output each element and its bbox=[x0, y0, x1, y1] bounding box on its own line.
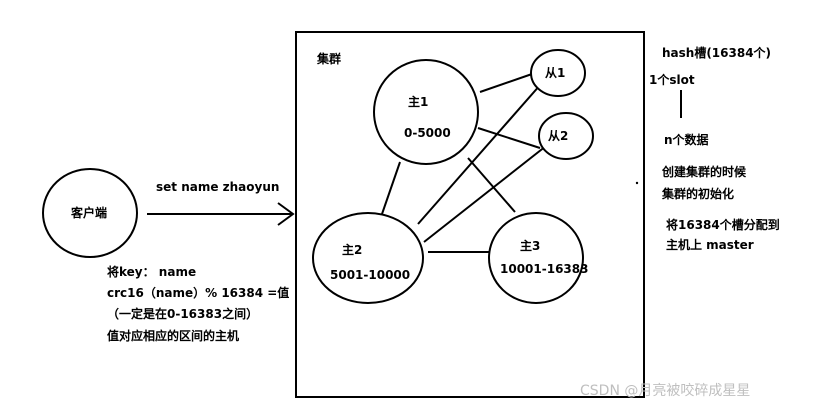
hash-slots-note: hash槽(16384个) bbox=[662, 46, 772, 60]
edge-master1-slave1 bbox=[479, 73, 533, 93]
cluster-box bbox=[295, 31, 645, 398]
master3-circle bbox=[488, 212, 584, 304]
master2-name: 主2 bbox=[342, 243, 363, 257]
client-note-4: 值对应相应的区间的主机 bbox=[107, 329, 240, 343]
client-note-1: 将key： name bbox=[107, 265, 197, 279]
one-slot-note: 1个slot bbox=[649, 73, 695, 87]
assign-note-1: 将16384个槽分配到 bbox=[666, 218, 780, 232]
flow-arrow-head bbox=[277, 202, 295, 226]
master2-range: 5001-10000 bbox=[330, 268, 411, 282]
slave2-circle bbox=[538, 112, 594, 160]
slave1-label: 从1 bbox=[545, 66, 566, 80]
edge-master1-slave2 bbox=[477, 127, 541, 149]
command-label: set name zhaoyun bbox=[156, 180, 280, 194]
watermark: CSDN @月亮被咬碎成星星 bbox=[580, 383, 751, 399]
slave1-circle bbox=[530, 49, 586, 97]
init-note-1: 创建集群的时候 bbox=[662, 165, 747, 179]
master1-circle bbox=[373, 59, 479, 165]
master1-name: 主1 bbox=[408, 95, 429, 109]
client-note-3: （一定是在0-16383之间） bbox=[107, 307, 259, 321]
init-note-2: 集群的初始化 bbox=[662, 187, 735, 201]
master1-range: 0-5000 bbox=[404, 126, 451, 140]
client-note-2: crc16（name）% 16384 =值 bbox=[107, 286, 290, 300]
edge-master2-slave2 bbox=[423, 145, 547, 243]
assign-note-2: 主机上 master bbox=[666, 238, 754, 252]
edge-master1-master3 bbox=[467, 157, 516, 213]
slave2-label: 从2 bbox=[548, 129, 569, 143]
edge-master2-slave1 bbox=[417, 83, 542, 225]
client-circle bbox=[42, 168, 138, 258]
master3-name: 主3 bbox=[520, 239, 541, 253]
edge-master1-master2 bbox=[381, 161, 401, 215]
n-data-note: n个数据 bbox=[664, 133, 709, 147]
cluster-label: 集群 bbox=[317, 52, 342, 66]
client-label: 客户端 bbox=[71, 206, 108, 220]
stray-dot bbox=[635, 181, 639, 185]
node-shapes bbox=[42, 49, 594, 304]
master3-range: 10001-16383 bbox=[500, 262, 589, 276]
connections bbox=[147, 73, 682, 253]
master2-circle bbox=[312, 212, 424, 304]
